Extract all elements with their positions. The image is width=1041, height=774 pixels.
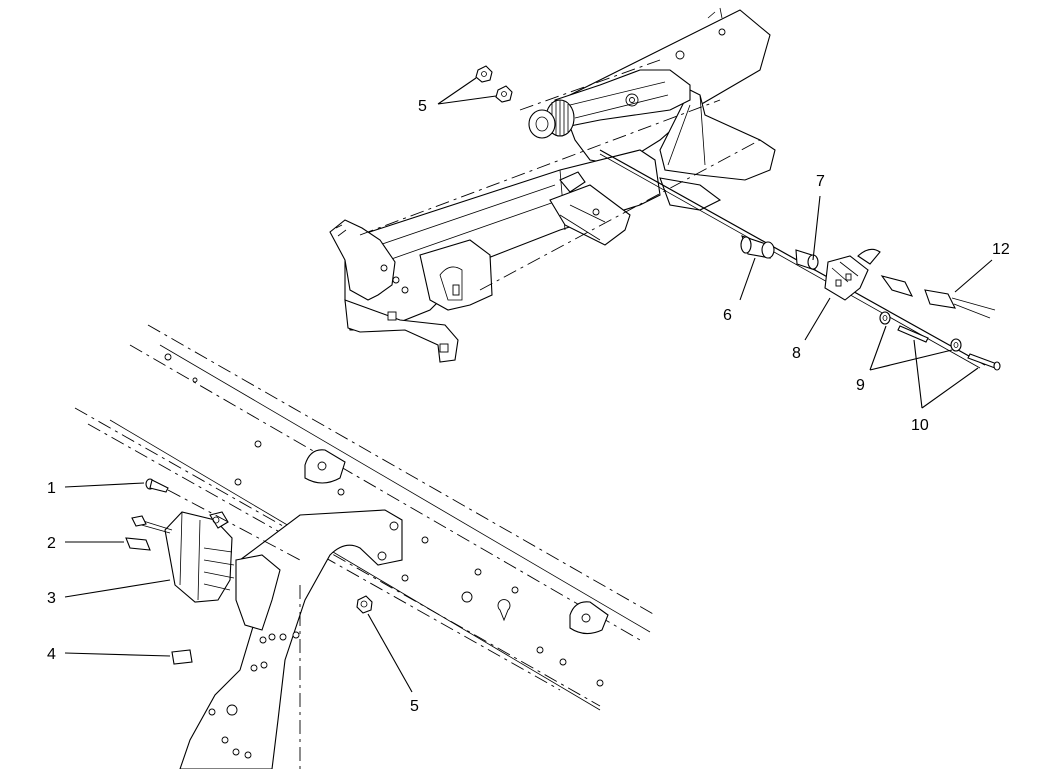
part-7-spacer [795,249,819,271]
callout-4: 4 [47,646,56,663]
callout-7: 7 [816,173,825,190]
part-5-nut-lower [356,595,373,614]
lower-side-plate [179,509,403,770]
lower-connector-parts [125,478,373,665]
part-3-connector-housing [164,511,281,631]
lower-frame-rails [74,324,656,711]
upper-bracket-assembly [329,7,776,363]
part-6-bushing [740,235,775,259]
callout-12: 12 [992,241,1010,258]
part-1-screw [145,478,301,561]
leader-lines [64,77,993,693]
callout-5-upper: 5 [418,98,427,115]
callout-5-lower: 5 [410,698,419,715]
callout-10: 10 [911,417,929,434]
part-8-switch [824,248,914,301]
part-5-nuts-upper [475,65,513,103]
callout-2: 2 [47,535,56,552]
part-2-terminal [125,515,173,551]
part-10-pins [897,325,1001,371]
part-12-connector [924,289,996,319]
callout-1: 1 [47,480,56,497]
callout-9: 9 [856,377,865,394]
part-4-label [171,649,193,665]
part-9-washers [879,311,962,352]
callout-6: 6 [723,307,732,324]
callout-3: 3 [47,590,56,607]
callout-8: 8 [792,345,801,362]
callout-labels: 1 2 3 4 5 5 6 7 8 9 10 12 [47,98,1010,715]
